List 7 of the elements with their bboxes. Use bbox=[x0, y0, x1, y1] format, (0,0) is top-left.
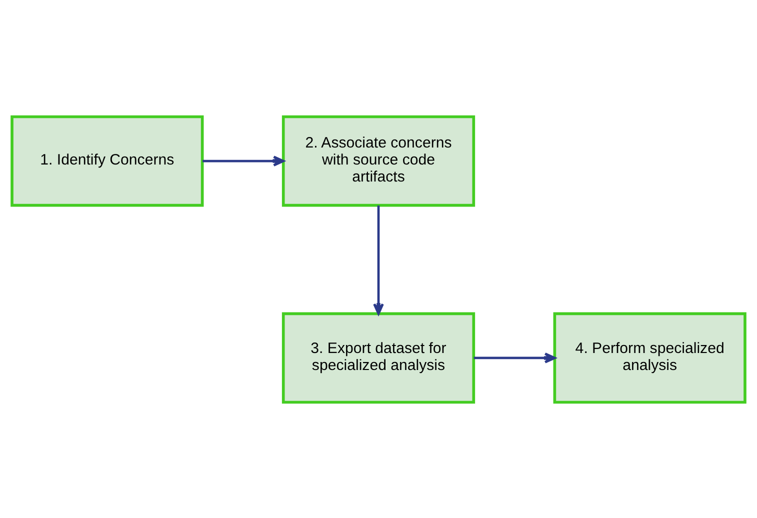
arrow bbox=[474, 352, 556, 363]
node-box: 3. Export dataset for specialized analysis bbox=[282, 312, 476, 404]
node-box: 2. Associate concerns with source code artifacts bbox=[282, 114, 476, 206]
arrow bbox=[202, 155, 284, 166]
node-box: 4. Perform specialized analysis bbox=[553, 312, 746, 404]
arrow bbox=[373, 205, 384, 314]
node-box: 1. Identify Concerns bbox=[10, 114, 204, 206]
